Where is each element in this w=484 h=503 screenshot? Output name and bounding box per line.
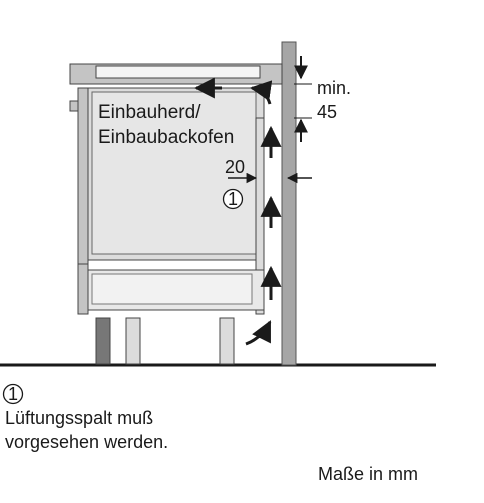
oven-inner-panel — [91, 91, 257, 255]
legend-marker-number: 1 — [8, 384, 19, 404]
drawer-inner — [91, 273, 253, 305]
plinth — [95, 317, 111, 365]
appliance-label-line2: Einbaubackofen — [98, 127, 235, 148]
oven-front — [77, 87, 89, 265]
airflow-arrow-bottom — [245, 320, 272, 346]
dimension-min-value: 45 — [317, 102, 338, 122]
legend-line1: Lüftungsspalt muß — [5, 408, 154, 428]
legend-marker-circle — [2, 383, 24, 405]
legend-line2: vorgesehen werden. — [5, 432, 169, 452]
airflow-arrow-curve-top — [249, 80, 273, 105]
cooktop-glass — [95, 65, 261, 79]
units-label: Maße in mm — [318, 464, 419, 484]
dimension-min-label: min. — [317, 78, 352, 98]
back-wall — [281, 41, 297, 366]
gap-value-label: 20 — [225, 157, 246, 177]
marker-number: 1 — [228, 189, 239, 209]
drawer-front — [77, 263, 89, 315]
leg-left — [125, 317, 141, 365]
marker-circle — [222, 188, 244, 210]
appliance-label-line1: Einbauherd/ — [98, 102, 201, 123]
leg-right — [219, 317, 235, 365]
